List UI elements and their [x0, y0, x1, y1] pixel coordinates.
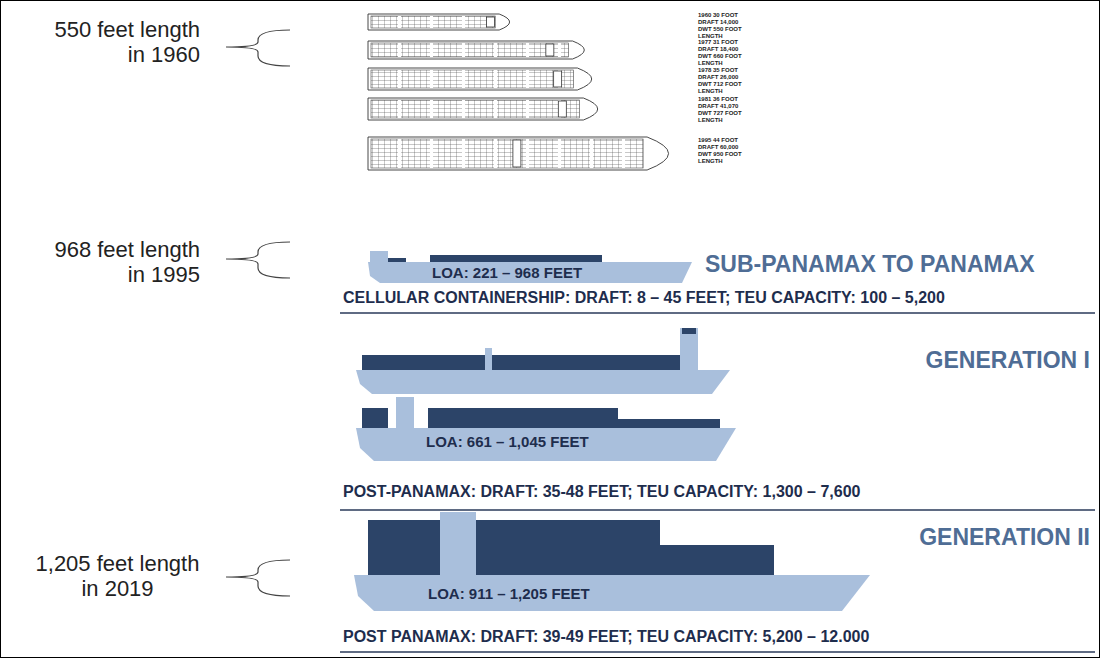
loa-label: LOA: 221 – 968 FEET [432, 264, 582, 281]
length-note: 550 feet length in 1960 [35, 17, 200, 67]
spec-line: POST PANAMAX: DRAFT: 39-49 FEET; TEU CAP… [343, 628, 869, 646]
loa-label: LOA: 911 – 1,205 FEET [428, 585, 590, 602]
ship-silhouette [354, 512, 870, 611]
class-heading: SUB-PANAMAX TO PANAMAX [705, 251, 1035, 277]
plan-hull [368, 98, 598, 120]
divider-line [340, 509, 1095, 511]
container-grid [371, 43, 569, 57]
bay-gap [398, 70, 401, 88]
bay-gap [430, 43, 433, 57]
bay-gap [462, 16, 465, 28]
bay-gap [558, 139, 561, 168]
ship-spec: 1977 31 FOOT DRAFT 18,400 DWT 660 FOOT L… [698, 39, 752, 67]
length-note: 968 feet length in 1995 [35, 237, 200, 287]
bay-gap [462, 70, 465, 88]
bracket [226, 560, 290, 596]
length-note: 1,205 feet length in 2019 [35, 551, 200, 601]
container-grid [371, 70, 573, 88]
bay-gap [398, 16, 401, 28]
bay-gap [398, 43, 401, 57]
bay-gap [526, 43, 529, 57]
divider-line [340, 312, 1095, 314]
class-heading: GENERATION II [919, 524, 1090, 550]
divider-line [340, 651, 1095, 653]
bay-gap [430, 16, 433, 28]
plan-hull [368, 41, 584, 59]
ship-plan-views [368, 14, 669, 170]
bay-gap [558, 43, 561, 57]
bay-gap [430, 100, 433, 118]
class-heading: GENERATION I [926, 347, 1090, 373]
bay-gap [494, 139, 497, 168]
ship-spec: 1981 36 FOOT DRAFT 41,070 DWT 727 FOOT L… [698, 96, 752, 124]
ship-silhouette [356, 328, 730, 394]
bay-gap [590, 139, 593, 168]
bay-gap [494, 100, 497, 118]
bay-gap [462, 43, 465, 57]
plan-hull [368, 68, 592, 90]
container-grid [371, 16, 495, 28]
ship-spec: 1995 44 FOOT DRAFT 60,000 DWT 950 FOOT L… [698, 137, 752, 165]
bay-gap [462, 139, 465, 168]
bay-gap [494, 43, 497, 57]
superstructure [513, 140, 521, 167]
spec-line: CELLULAR CONTAINERSHIP: DRAFT: 8 – 45 FE… [343, 289, 945, 307]
container-grid [371, 100, 579, 118]
bay-gap [430, 70, 433, 88]
bay-gap [526, 70, 529, 88]
loa-label: LOA: 661 – 1,045 FEET [426, 433, 589, 450]
bay-gap [430, 139, 433, 168]
bay-gap [398, 100, 401, 118]
ship-silhouette [368, 251, 692, 283]
ship-spec: 1978 35 FOOT DRAFT 26,000 DWT 712 FOOT L… [698, 67, 752, 95]
bay-gap [462, 100, 465, 118]
superstructure [546, 44, 554, 56]
plan-hull [368, 14, 510, 30]
ship-silhouette [356, 397, 736, 461]
superstructure [487, 17, 495, 27]
superstructure [554, 71, 562, 87]
bay-gap [622, 139, 625, 168]
spec-line: POST-PANAMAX: DRAFT: 35-48 FEET; TEU CAP… [343, 483, 860, 501]
container-grid [371, 139, 643, 168]
bay-gap [526, 139, 529, 168]
bay-gap [398, 139, 401, 168]
bay-gap [526, 100, 529, 118]
plan-hull [368, 137, 669, 170]
ship-spec: 1960 30 FOOT DRAFT 14,000 DWT 550 FOOT L… [698, 12, 752, 40]
superstructure [558, 101, 566, 117]
bracket [226, 30, 290, 66]
bay-gap [494, 70, 497, 88]
bracket [226, 242, 290, 278]
